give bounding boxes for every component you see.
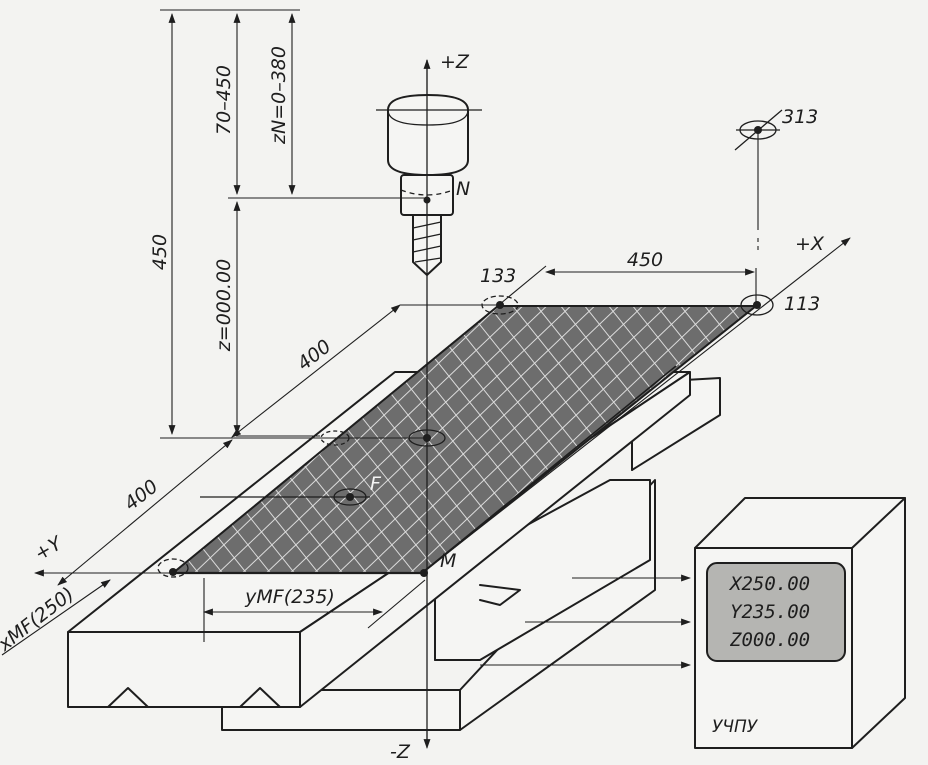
dim-z-zero: z=000.00 [213,259,235,352]
grid-line [916,240,928,640]
grid-line [0,240,36,640]
grid-line [0,240,88,640]
controller-name: УЧПУ [712,717,759,737]
label-plus-z: +Z [440,51,470,73]
width-dimensions [1,304,500,656]
label-minus-z: -Z [390,741,411,763]
grid-line [0,240,108,640]
point-mid-marker [320,430,350,446]
vertical-dimensions [160,9,427,439]
grid-line [0,240,40,640]
point-113-marker [740,294,774,316]
grid-line [0,240,16,640]
grid-line [0,240,64,640]
label-plus-y: +Y [31,532,67,566]
readout-z: Z000.00 [729,629,810,651]
dim-width-upper: 400 [293,335,335,375]
x-length-dimension [499,130,759,305]
dim-x-mf: xMF(250) [0,583,78,656]
dim-width-lower: 400 [120,475,162,515]
dim-y-mf: yMF(235) [244,586,335,608]
grid-line [0,240,132,640]
point-left-marker [157,558,189,578]
grid-line [0,240,60,640]
cnc-controller [480,497,906,749]
ymf-dimension [203,578,426,642]
label-point-113: 113 [784,293,820,315]
grid-line [0,240,112,640]
x-axis [421,237,851,574]
dim-x-length: 450 [627,249,663,271]
readout-y: Y235.00 [730,601,810,623]
grid-line [0,240,84,640]
dim-zn-range: zN=0–380 [268,46,290,145]
grid-line [916,240,928,640]
label-point-313: 313 [782,106,818,128]
point-133-marker [481,295,519,315]
dim-z-travel: 70–450 [213,65,235,135]
label-point-n: N [456,178,470,200]
grid-line [0,240,136,640]
point-m-marker [420,569,428,577]
dim-height-total: 450 [149,234,171,270]
label-point-m: M [440,550,456,572]
point-313-marker [734,109,783,151]
label-point-133: 133 [480,265,516,287]
point-center-marker [408,429,446,447]
readout-x: X250.00 [728,573,810,595]
grid-line [0,240,12,640]
point-f-marker [200,488,370,506]
label-plus-x: +X [795,233,825,255]
label-point-f: F [370,473,382,495]
controller-screen [706,562,846,662]
